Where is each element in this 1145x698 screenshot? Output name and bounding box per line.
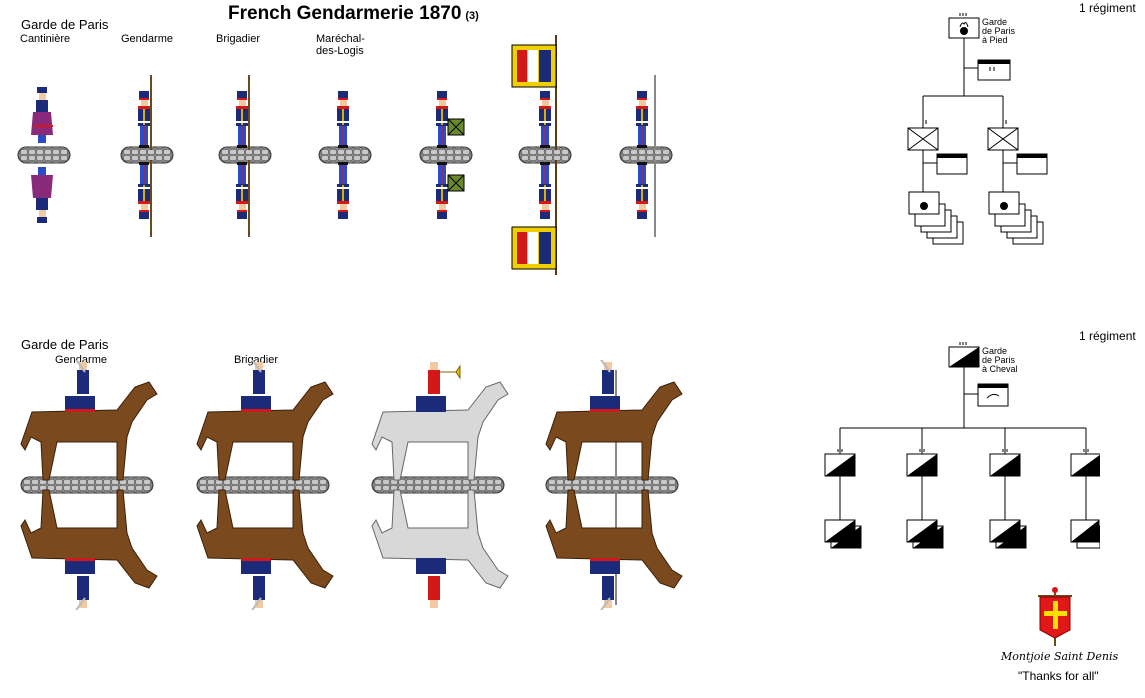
foot-org-chart — [948, 13, 980, 96]
horse-figure-gendarme — [20, 360, 158, 610]
horse-figure-trumpeter — [371, 362, 509, 608]
title-text: French Gendarmerie 1870 — [228, 3, 462, 24]
cavalry-symbol — [949, 347, 979, 367]
foot-section-label: Garde de Paris — [21, 17, 109, 32]
foot-unit-name: Garde de Paris à Pied — [982, 17, 1016, 45]
figure-label-brigadier: Brigadier — [216, 33, 261, 45]
figure-label-gendarme: Gendarme — [121, 33, 173, 45]
horse-regiment-count: 1 régiment — [1079, 329, 1136, 343]
horse-figures-strip — [20, 360, 683, 610]
figure-label-marechal: Maréchal- des-Logis — [316, 33, 365, 57]
foot-figure-marechal — [318, 91, 372, 219]
banner-icon — [1038, 587, 1072, 646]
credit-name: Montjoie Saint Denis — [1001, 650, 1119, 663]
foot-figure-brigadier — [218, 75, 272, 237]
horse-figure-officer — [545, 360, 683, 610]
foot-figure-standard-bearer — [511, 35, 572, 275]
horse-figure-brigadier — [196, 360, 334, 610]
foot-figure-drummer — [419, 91, 473, 219]
infantry-symbol — [907, 127, 939, 151]
title-suffix: (3) — [465, 10, 479, 22]
credit-thanks: "Thanks for all" — [1018, 669, 1099, 683]
foot-org-tree — [907, 59, 1048, 245]
foot-figures-strip — [17, 35, 673, 275]
grenade-icon — [960, 27, 968, 35]
foot-figure-cantiniere — [17, 87, 71, 223]
horse-section-label: Garde de Paris — [21, 337, 109, 352]
foot-regiment-count: 1 régiment — [1079, 1, 1136, 15]
horse-org-chart — [824, 342, 1100, 549]
horn-icon — [440, 364, 461, 380]
figure-label-cantiniere: Cantinière — [20, 33, 71, 45]
foot-figure-gendarme — [120, 75, 174, 237]
horse-unit-name: Garde de Paris à Cheval — [982, 346, 1018, 374]
foot-figure-officer — [619, 75, 673, 237]
page-title: French Gendarmerie 1870(3) — [228, 3, 479, 25]
